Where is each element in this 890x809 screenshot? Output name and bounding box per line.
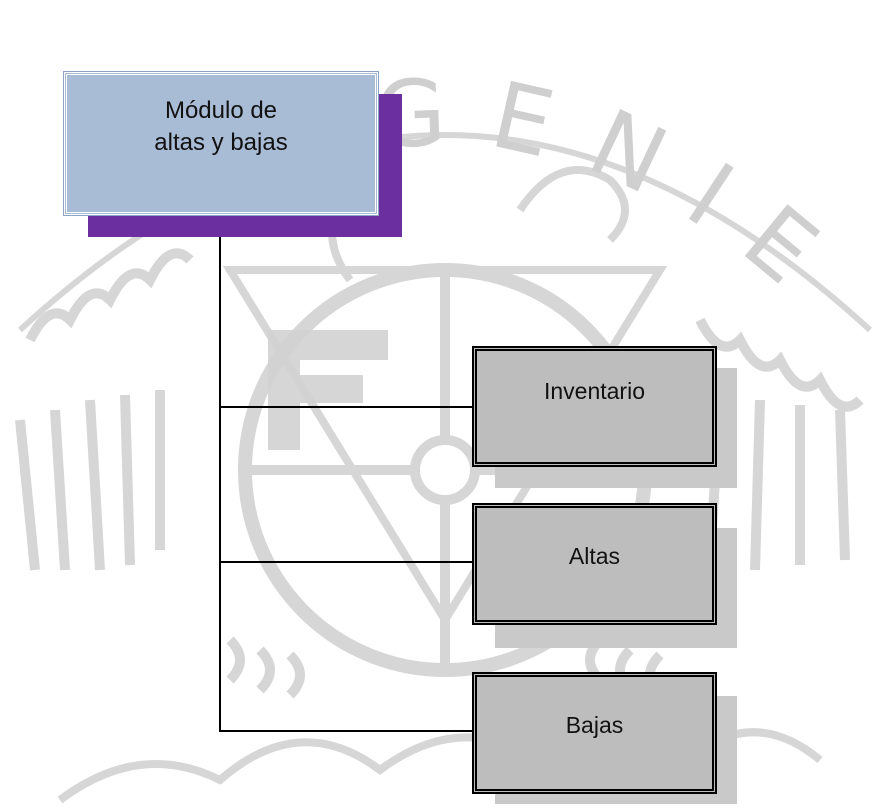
connector-branch-altas (219, 561, 477, 563)
connector-branch-inventario (219, 406, 477, 408)
child-node-label: Inventario (543, 378, 645, 404)
child-node-label: Altas (568, 543, 621, 569)
connector-trunk (219, 212, 221, 732)
main-node-label: Módulo de altas y bajas (154, 97, 288, 156)
main-node: Módulo de altas y bajas (63, 71, 379, 216)
child-node-inventario: Inventario (472, 346, 717, 467)
child-node-altas: Altas (472, 503, 717, 625)
connector-branch-bajas (219, 730, 477, 732)
child-node-bajas: Bajas (472, 672, 717, 794)
child-node-label: Bajas (565, 712, 624, 738)
